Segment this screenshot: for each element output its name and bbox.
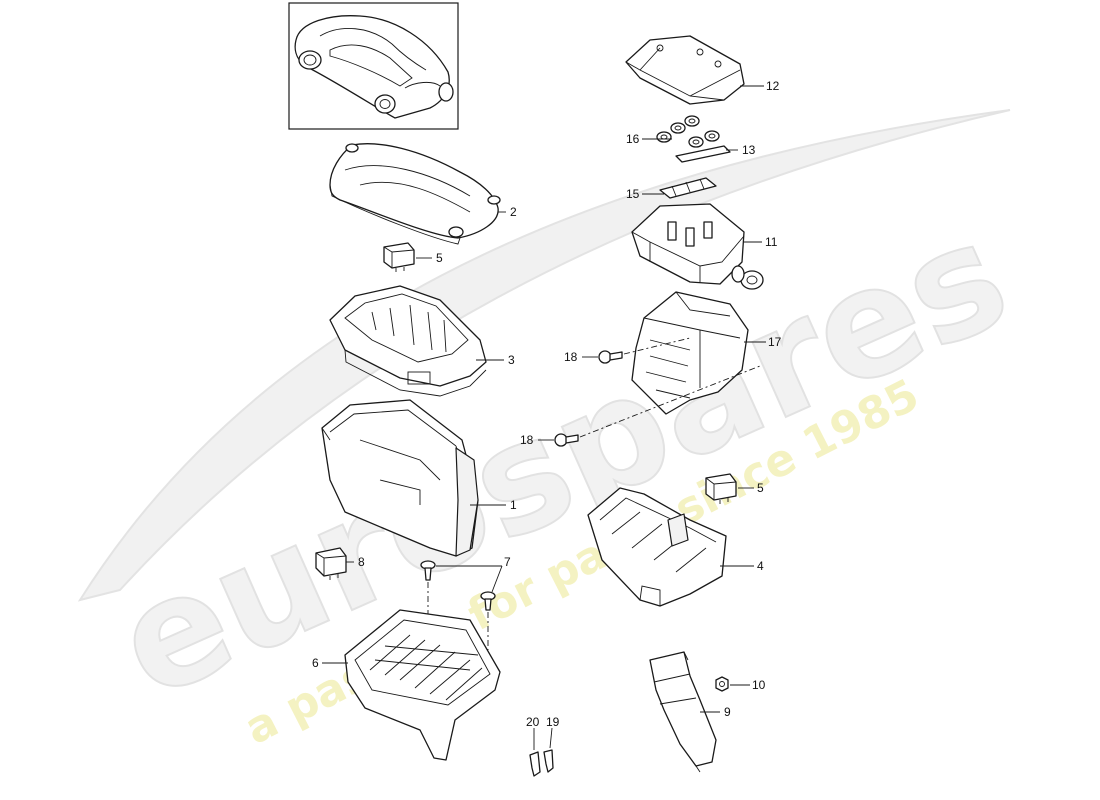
callout-labels: 2 5 3 1 8 7 6 12 16 13 15 11 17 18 18 5 …	[312, 79, 782, 729]
callout-13: 13	[742, 143, 756, 157]
callout-6: 6	[312, 656, 319, 670]
callout-15: 15	[626, 187, 640, 201]
part-2-cover	[329, 143, 501, 245]
part-11-connector-block	[631, 203, 764, 290]
part-10-nut	[715, 676, 729, 692]
callout-11: 11	[765, 235, 778, 249]
vehicle-thumbnail	[288, 2, 459, 130]
part-17-bracket	[631, 291, 749, 415]
callout-2: 2	[510, 205, 517, 219]
watermark-swoosh	[77, 109, 1011, 602]
callout-18-upper: 18	[564, 350, 578, 364]
callout-9: 9	[724, 705, 731, 719]
callout-10: 10	[752, 678, 766, 692]
callout-20: 20	[526, 715, 540, 729]
callout-19: 19	[546, 715, 560, 729]
callout-12: 12	[766, 79, 780, 93]
part-1-housing	[321, 399, 479, 557]
part-5-relay-left	[383, 242, 415, 272]
part-13-strip	[675, 145, 731, 163]
callout-4: 4	[757, 559, 764, 573]
callout-18-lower: 18	[520, 433, 534, 447]
part-9-shield	[649, 651, 717, 773]
part-7-screws	[420, 560, 496, 650]
part-18-bolt-upper	[598, 350, 623, 364]
bolt-axis-lower	[579, 365, 761, 438]
part-18-bolt-lower	[554, 433, 579, 447]
callout-5-right: 5	[757, 481, 764, 495]
callout-3: 3	[508, 353, 515, 367]
part-6-fuse-box	[344, 609, 501, 761]
part-20-fuse	[529, 751, 541, 777]
part-3-fuse-carrier	[329, 285, 487, 397]
callout-5-left: 5	[436, 251, 443, 265]
callout-1: 1	[510, 498, 517, 512]
watermark: eurospares a passion for parts since 198…	[77, 109, 1032, 755]
part-4-relay-carrier	[587, 487, 727, 607]
leader-lines	[322, 85, 766, 750]
part-5-relay-right	[705, 473, 737, 504]
part-19-fuse	[543, 749, 554, 773]
callout-17: 17	[768, 335, 782, 349]
callout-16: 16	[626, 132, 640, 146]
part-15-busbars	[659, 177, 717, 199]
part-8-relay	[315, 547, 347, 580]
callout-7: 7	[504, 555, 511, 569]
callout-8: 8	[358, 555, 365, 569]
bolt-axis-upper	[623, 337, 691, 355]
part-12-lid	[625, 35, 745, 105]
part-16-nuts	[656, 115, 720, 148]
